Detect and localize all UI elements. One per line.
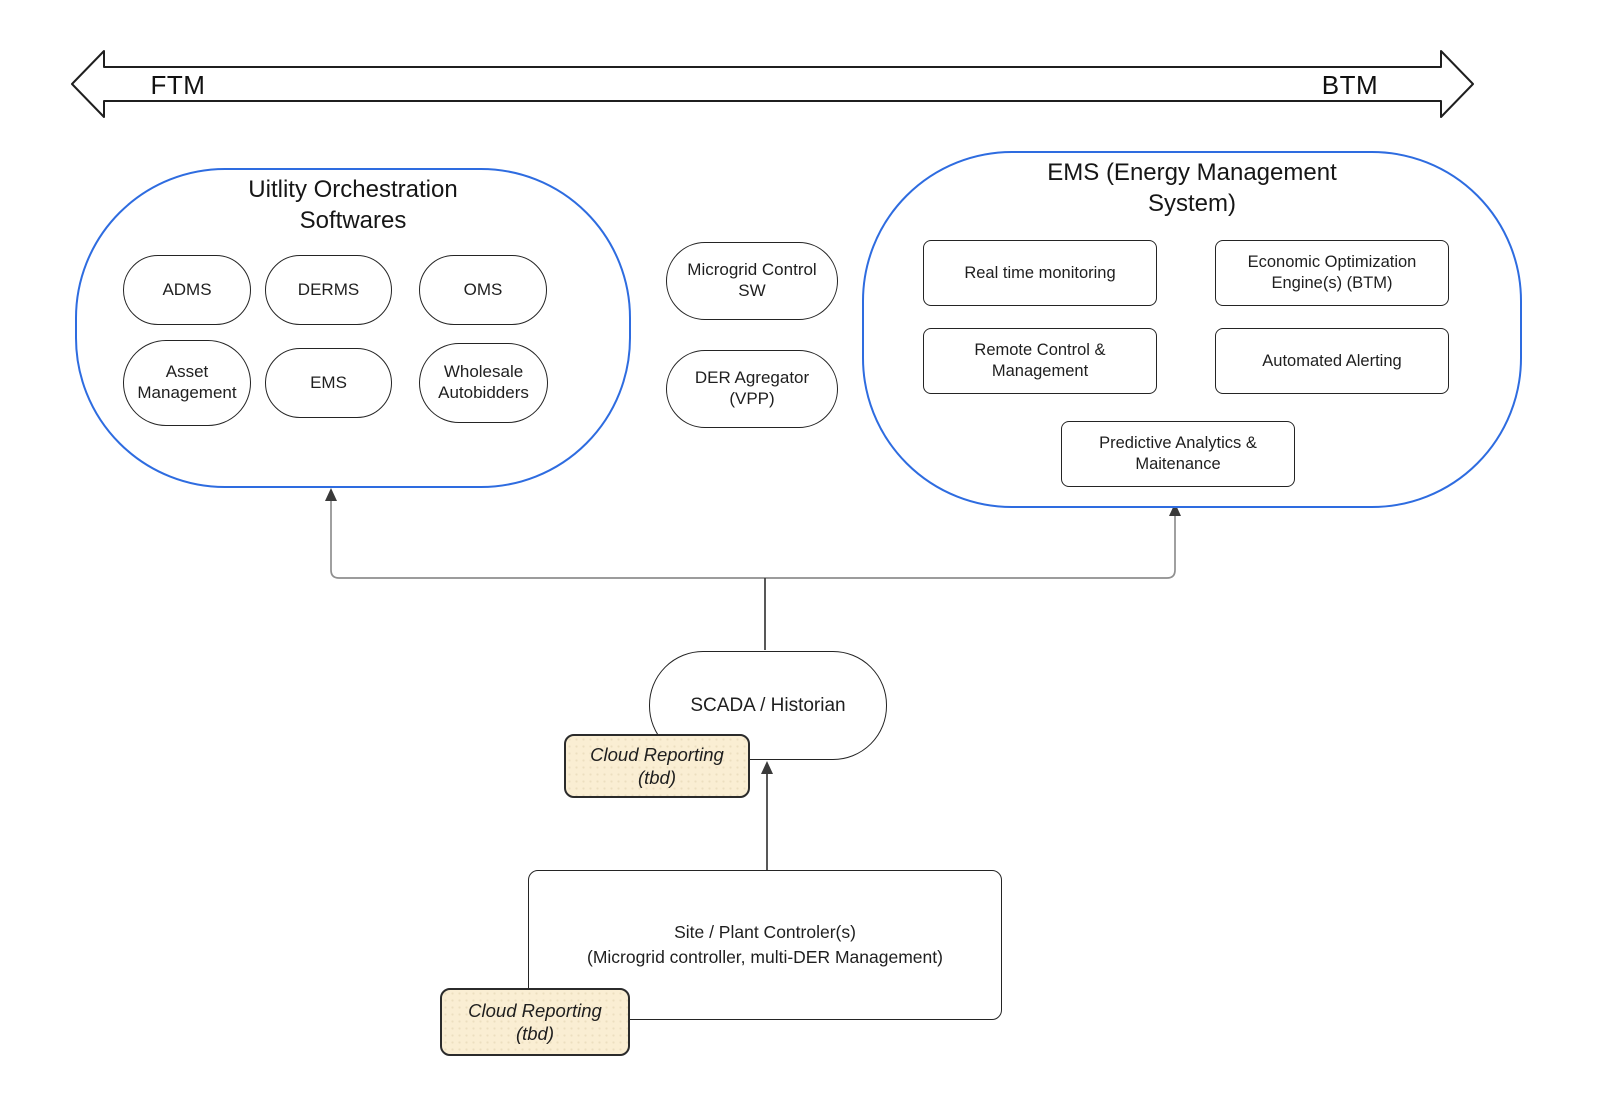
node-derms-label: DERMS: [297, 279, 360, 299]
node-microgrid-control-sw[interactable]: Microgrid Control SW: [666, 242, 838, 320]
arrowhead-left-icon: [325, 488, 337, 501]
node-economic-optimization[interactable]: Economic Optimization Engine(s) (BTM): [1215, 240, 1449, 306]
node-scada-historian-label: SCADA / Historian: [690, 694, 846, 716]
node-scada-historian[interactable]: SCADA / Historian: [649, 651, 887, 760]
node-remote-control-management-label: Remote Control & Management: [974, 341, 1106, 380]
node-automated-alerting[interactable]: Automated Alerting: [1215, 328, 1449, 394]
btm-label: BTM: [1321, 70, 1379, 100]
node-wholesale-autobidders[interactable]: Wholesale Autobidders: [419, 343, 548, 423]
node-adms[interactable]: ADMS: [123, 255, 251, 325]
ftm-label: FTM: [150, 70, 206, 100]
arrowhead-site-icon: [761, 761, 773, 774]
cloud-reporting-lower-line1: Cloud Reporting: [468, 999, 602, 1021]
node-oms[interactable]: OMS: [419, 255, 547, 325]
utility-orchestration-title: Uitlity Orchestration Softwares: [248, 176, 458, 234]
cloud-reporting-upper-line2: (tbd): [637, 767, 677, 788]
node-predictive-analytics[interactable]: Predictive Analytics & Maitenance: [1061, 421, 1295, 487]
scada-to-containers-connector: [330, 499, 1176, 579]
node-predictive-analytics-label: Predictive Analytics & Maitenance: [1099, 434, 1257, 473]
cloud-reporting-upper-line1: Cloud Reporting: [590, 743, 724, 765]
node-ems-pill-label: EMS: [310, 372, 347, 392]
node-adms-label: ADMS: [162, 279, 212, 299]
ftm-btm-arrow: [71, 50, 1474, 118]
site-plant-controller-line1: Site / Plant Controler(s): [674, 921, 856, 942]
node-ems-pill[interactable]: EMS: [265, 348, 392, 418]
utility-orchestration-container[interactable]: Uitlity Orchestration Softwares ADMS DER…: [75, 168, 631, 488]
cloud-reporting-note-upper[interactable]: Cloud Reporting (tbd): [564, 734, 750, 798]
node-asset-management-label: Asset Management: [137, 362, 237, 402]
node-remote-control-management[interactable]: Remote Control & Management: [923, 328, 1157, 394]
ems-title: EMS (Energy Management System): [1047, 159, 1337, 217]
site-plant-controller-line2: (Microgrid controller, multi-DER Managem…: [587, 947, 943, 967]
node-real-time-monitoring-label: Real time monitoring: [964, 263, 1116, 282]
node-der-aggregator-label: DER Agregator (VPP): [694, 368, 810, 408]
node-economic-optimization-label: Economic Optimization Engine(s) (BTM): [1247, 253, 1417, 292]
node-der-aggregator[interactable]: DER Agregator (VPP): [666, 350, 838, 428]
node-real-time-monitoring[interactable]: Real time monitoring: [923, 240, 1157, 306]
node-derms[interactable]: DERMS: [265, 255, 392, 325]
node-automated-alerting-label: Automated Alerting: [1262, 351, 1402, 370]
node-microgrid-control-sw-label: Microgrid Control SW: [687, 260, 817, 300]
ems-container[interactable]: EMS (Energy Management System) Real time…: [862, 151, 1522, 508]
node-oms-label: OMS: [463, 279, 503, 299]
cloud-reporting-note-lower[interactable]: Cloud Reporting (tbd): [440, 988, 630, 1056]
cloud-reporting-lower-line2: (tbd): [515, 1023, 555, 1044]
node-wholesale-autobidders-label: Wholesale Autobidders: [438, 362, 529, 402]
node-asset-management[interactable]: Asset Management: [123, 340, 251, 426]
